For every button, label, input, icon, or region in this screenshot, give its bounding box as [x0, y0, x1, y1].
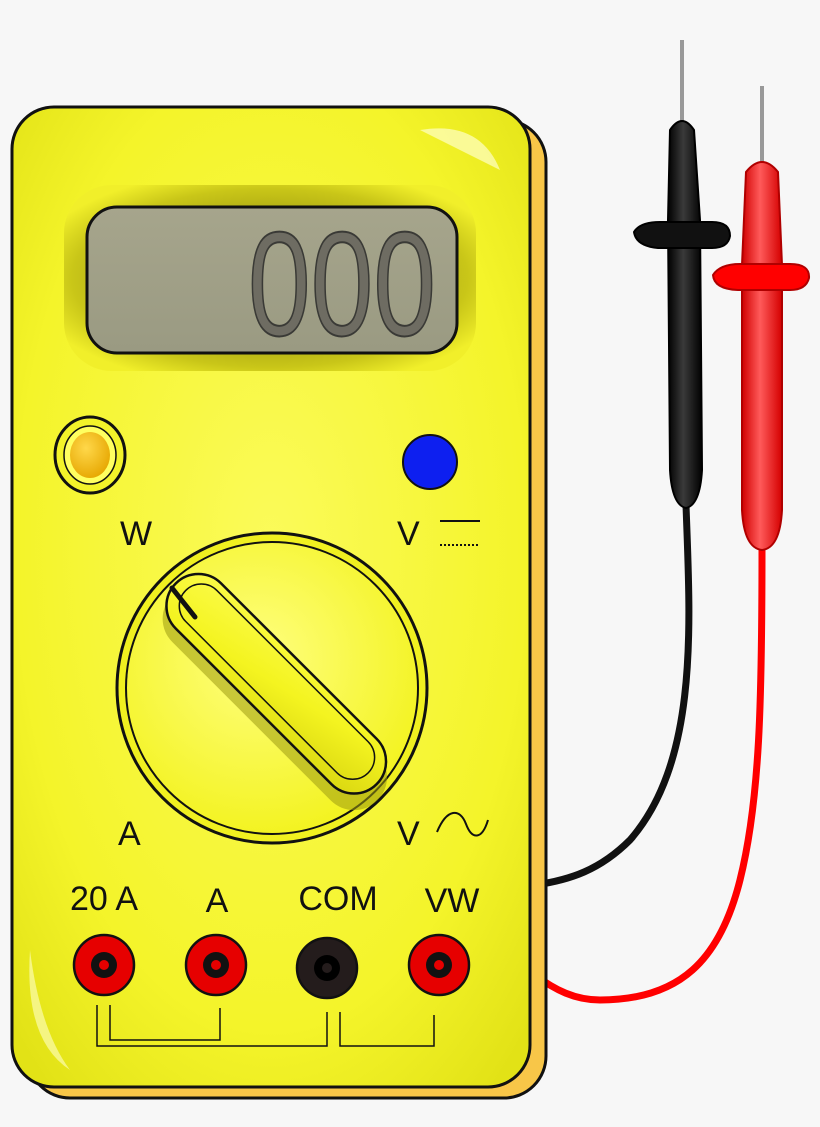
dial-pointer [169, 585, 198, 620]
jack-brackets [96, 1005, 435, 1047]
red-probe[interactable] [711, 86, 811, 552]
jack-vw[interactable] [407, 933, 471, 997]
range-button-cap [402, 434, 458, 490]
jack-label-vw: VW [425, 882, 480, 920]
hold-button-cap [70, 432, 110, 478]
red-probe-handle [741, 161, 783, 552]
dial-knob-inner [178, 583, 376, 781]
dial-label-v-dc: V [397, 515, 420, 553]
body-highlight [420, 128, 500, 170]
multimeter-body: 000 W V A V [10, 105, 548, 1100]
test-leads [531, 40, 811, 1004]
jack-label-a: A [206, 882, 229, 920]
red-cable [531, 544, 766, 1004]
dial-knob [165, 572, 388, 795]
dial-label-v-ac: V [397, 815, 420, 853]
range-button[interactable] [402, 434, 458, 490]
black-probe[interactable] [632, 40, 732, 510]
black-probe-guard [632, 221, 732, 249]
red-probe-guard [711, 263, 811, 291]
dial-label-w: W [120, 515, 152, 553]
black-probe-handle [666, 120, 704, 510]
jack-label-com: COM [298, 880, 377, 918]
jack-com[interactable] [295, 936, 359, 1000]
black-probe-tip [680, 40, 684, 130]
jack-label-20a: 20 A [70, 880, 138, 918]
jack-20a[interactable] [72, 933, 136, 997]
jack-a[interactable] [184, 933, 248, 997]
lcd-reading: 000 [248, 202, 436, 367]
rotary-selector[interactable] [115, 531, 429, 845]
dc-voltage-icon [440, 520, 480, 546]
hold-button[interactable] [53, 415, 127, 495]
red-probe-tip [760, 86, 764, 166]
lcd-display: 000 [85, 201, 459, 368]
body-highlight-left [29, 950, 70, 1070]
lcd-screen [85, 205, 459, 355]
dial-label-a: A [118, 815, 141, 853]
black-cable [531, 501, 693, 889]
ac-wave-icon [436, 812, 489, 837]
